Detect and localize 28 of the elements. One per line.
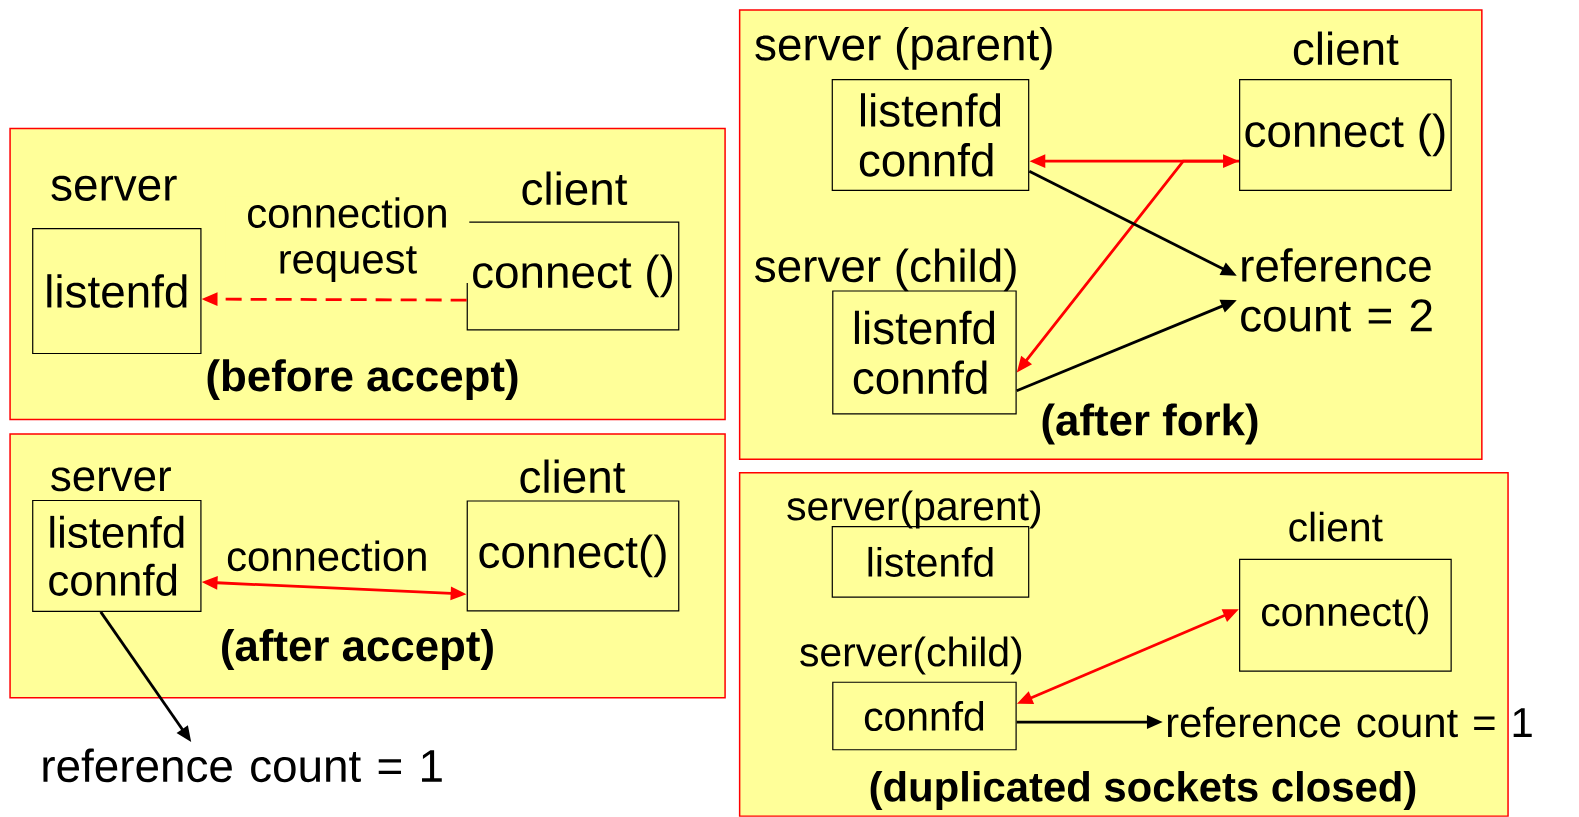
box-heading: server (parent): [755, 27, 1052, 70]
process-box: listenfd connfd: [32, 500, 202, 613]
box-heading: client: [520, 459, 626, 494]
box-heading: server: [51, 467, 171, 492]
process-box: listenfd: [32, 228, 202, 355]
process-box: listenfd connfd: [831, 79, 1030, 192]
panel-label: (before accept): [207, 359, 518, 401]
process-box: connect(): [1239, 558, 1452, 672]
process-box: connect (): [466, 221, 680, 331]
process-box: connfd: [832, 681, 1017, 751]
box-heading: server: [51, 175, 177, 202]
edge-label: connection: [227, 540, 426, 572]
process-box: listenfd connfd: [832, 290, 1017, 415]
annotation-text: reference count = 1: [1167, 706, 1532, 738]
process-box: connect(): [466, 500, 680, 612]
edge-label: connection request: [248, 197, 446, 283]
annotation-text: reference count = 1: [43, 748, 442, 783]
box-heading: client: [522, 171, 628, 206]
box-heading: server(parent): [787, 490, 1041, 529]
box-heading: server(child): [800, 636, 1022, 675]
annotation-text: reference count = 2: [1241, 248, 1432, 332]
box-heading: client: [1289, 511, 1383, 542]
box-heading: client: [1293, 31, 1399, 66]
panel-label: (after fork): [1042, 403, 1258, 445]
box-heading: server (child): [755, 248, 1016, 292]
process-box: connect (): [1239, 79, 1452, 192]
panel-label: (after accept): [222, 629, 493, 671]
panel-label: (duplicated sockets closed): [870, 771, 1416, 811]
